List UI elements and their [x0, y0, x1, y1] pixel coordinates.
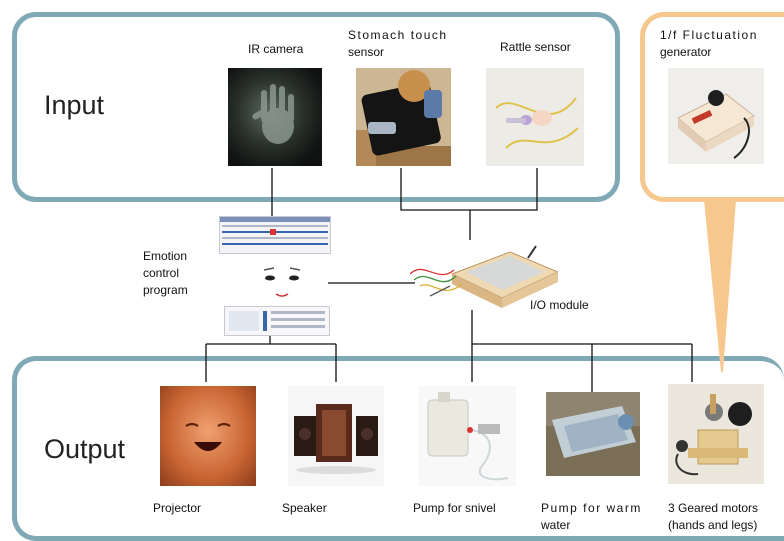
warm-water-pump-label-2: water	[541, 518, 571, 532]
hand-silhouette-icon	[252, 84, 294, 144]
rattle-sensor-label: Rattle sensor	[500, 40, 571, 54]
speaker-label: Speaker	[282, 501, 327, 515]
io-module-image	[410, 240, 558, 314]
output-panel	[12, 356, 784, 541]
stomach-sensor-label-2: sensor	[348, 45, 385, 59]
projected-face-icon	[185, 423, 231, 451]
warm-water-pump-image	[546, 392, 640, 476]
wire-sensors	[400, 168, 538, 240]
emotion-label-1: Emotion	[143, 249, 188, 263]
projector-image	[160, 386, 256, 486]
warm-water-pump-label-1: Pump for warm	[541, 501, 642, 515]
stomach-sensor-image	[356, 68, 451, 166]
projector-label: Projector	[153, 501, 202, 515]
rattle-sensor-image	[486, 68, 584, 166]
ir-camera-image	[228, 68, 322, 166]
input-title: Input	[44, 90, 105, 120]
speaker-image	[288, 386, 384, 486]
emotion-label-2: control	[143, 266, 180, 280]
snivel-pump-label: Pump for snivel	[413, 501, 496, 515]
fluctuation-generator-image	[668, 68, 764, 164]
output-title: Output	[44, 434, 126, 464]
emotion-program-face	[254, 258, 310, 304]
wire-program-outputs	[205, 332, 337, 382]
face-icon	[263, 267, 301, 297]
fluctuation-callout	[703, 199, 737, 373]
fluctuation-label-1: 1/f Fluctuation	[660, 28, 758, 42]
fluctuation-label-2: generator	[660, 45, 712, 59]
wire-io-outputs	[471, 310, 693, 392]
snivel-pump-image	[418, 386, 516, 486]
io-module-label: I/O module	[530, 298, 589, 312]
emotion-program-screenshot-bottom	[224, 306, 330, 336]
geared-motors-image	[668, 384, 764, 484]
emotion-label-3: program	[143, 283, 188, 297]
stomach-sensor-label-1: Stomach touch	[348, 28, 448, 42]
ir-camera-label: IR camera	[248, 42, 304, 56]
emotion-program-screenshot-top	[219, 216, 331, 254]
motors-label-2: (hands and legs)	[668, 518, 758, 532]
motors-label-1: 3 Geared motors	[668, 501, 759, 515]
